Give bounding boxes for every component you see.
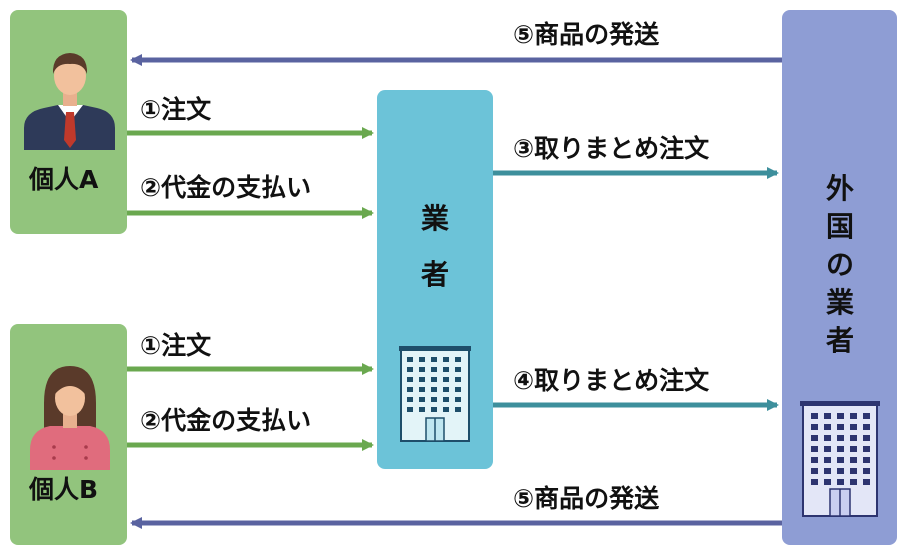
building-window: [419, 397, 425, 402]
label-a-order: ①注文: [140, 95, 212, 124]
building-window: [811, 479, 818, 485]
building-window: [824, 468, 831, 474]
building-window: [837, 446, 844, 452]
building-window: [811, 457, 818, 463]
building-window: [443, 397, 449, 402]
building-window: [443, 377, 449, 382]
building-window: [850, 446, 857, 452]
building-window: [419, 407, 425, 412]
building-window: [431, 367, 437, 372]
building-window: [837, 413, 844, 419]
agent-label: 業 者: [415, 200, 455, 294]
building-window: [419, 357, 425, 362]
building-window: [407, 387, 413, 392]
foreign-label-char: 外: [825, 172, 854, 205]
label-shipping-bottom: ⑤商品の発送: [513, 484, 660, 513]
foreign-label-char: 者: [825, 324, 854, 358]
foreign-label-char: 国: [825, 210, 854, 244]
building-window: [824, 457, 831, 463]
building-window: [455, 397, 461, 402]
person-a-label: 個人A: [29, 165, 99, 194]
building-window: [811, 424, 818, 430]
building-window: [850, 424, 857, 430]
building-window: [431, 397, 437, 402]
building-window: [407, 397, 413, 402]
building-window: [431, 377, 437, 382]
building-window: [837, 457, 844, 463]
building-window: [863, 446, 870, 452]
label-a-payment: ②代金の支払い: [140, 173, 312, 202]
label-b-payment: ②代金の支払い: [140, 406, 312, 435]
building-window: [443, 367, 449, 372]
building-window: [850, 457, 857, 463]
building-window: [407, 357, 413, 362]
building-window: [863, 457, 870, 463]
foreign-label-char: 業: [825, 286, 854, 320]
building-window: [824, 446, 831, 452]
building-window: [863, 413, 870, 419]
building-window: [824, 435, 831, 441]
building-window: [811, 413, 818, 419]
building-window: [824, 479, 831, 485]
building-window: [811, 446, 818, 452]
building-window: [455, 357, 461, 362]
building-window: [863, 479, 870, 485]
office-building-icon: [800, 401, 880, 517]
building-window: [837, 424, 844, 430]
building-window: [431, 357, 437, 362]
building-window: [419, 387, 425, 392]
building-window: [443, 387, 449, 392]
office-building-icon: [399, 346, 471, 442]
building-window: [431, 387, 437, 392]
building-window: [863, 424, 870, 430]
building-window: [455, 367, 461, 372]
building-window: [850, 435, 857, 441]
building-window: [431, 407, 437, 412]
building-window: [407, 367, 413, 372]
building-window: [419, 367, 425, 372]
building-window: [443, 357, 449, 362]
building-window: [811, 468, 818, 474]
building-window: [455, 377, 461, 382]
building-window: [419, 377, 425, 382]
person-b-label: 個人B: [29, 475, 99, 504]
agent-label-char: 者: [420, 258, 449, 292]
building-window: [824, 424, 831, 430]
building-window: [850, 413, 857, 419]
building-window: [407, 407, 413, 412]
businesswoman-icon: [30, 366, 110, 470]
building-window: [837, 435, 844, 441]
foreign-company-label: 外 国 の 業 者: [820, 170, 860, 360]
building-window: [837, 468, 844, 474]
label-b-order: ①注文: [140, 331, 212, 360]
agent-label-char: 業: [420, 202, 449, 235]
businessman-icon: [24, 53, 115, 150]
building-window: [837, 479, 844, 485]
building-window: [443, 407, 449, 412]
building-window: [407, 377, 413, 382]
building-window: [863, 435, 870, 441]
building-window: [455, 387, 461, 392]
building-window: [863, 468, 870, 474]
building-window: [850, 479, 857, 485]
label-shipping-top: ⑤商品の発送: [513, 20, 660, 49]
building-window: [811, 435, 818, 441]
building-window: [850, 468, 857, 474]
label-bulk-order-4: ④取りまとめ注文: [513, 366, 710, 395]
foreign-label-char: の: [825, 248, 854, 282]
building-window: [455, 407, 461, 412]
label-bulk-order-3: ③取りまとめ注文: [513, 134, 710, 163]
building-window: [824, 413, 831, 419]
